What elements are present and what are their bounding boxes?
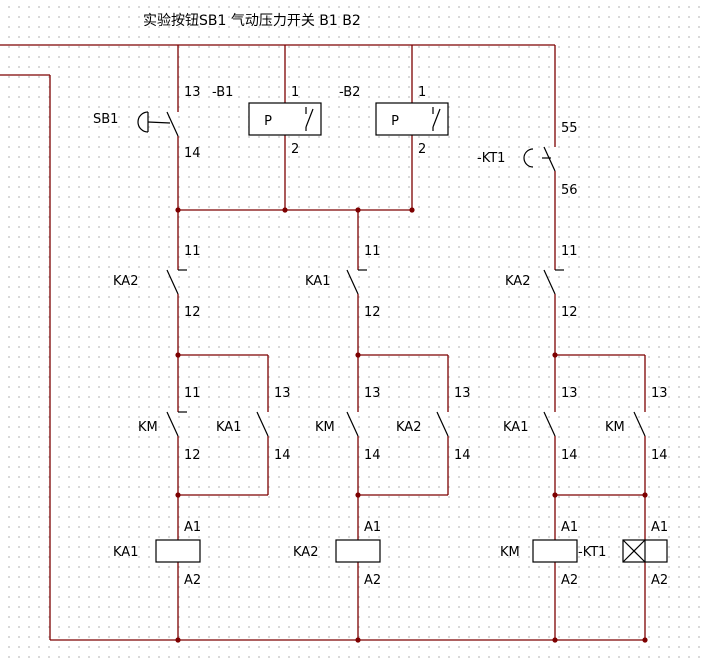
pin-number: 11 [184,386,201,401]
pin-number: 11 [561,244,578,259]
nc-contact-symbol [166,411,187,437]
pin-number: 13 [184,85,201,100]
pin-number: 56 [561,183,578,198]
pin-number: A2 [651,573,668,588]
junction-dots [175,207,648,643]
component-symbols [137,102,668,563]
pin-number: 14 [274,448,291,463]
b1-pressure-switch-symbol [248,102,322,136]
component-label: KA2 [293,545,318,560]
component-label: KM [138,420,158,435]
pin-number: A1 [651,520,668,535]
no-contact-symbol [543,411,556,437]
component-label: -B2 [339,85,360,100]
pin-number: 13 [364,386,381,401]
pin-number: 1 [418,85,426,100]
pin-number: 14 [364,448,381,463]
pin-number: 14 [561,448,578,463]
component-label: KA1 [216,420,241,435]
coil-symbol [155,539,201,563]
component-label: KM [315,420,335,435]
pin-number: 13 [454,386,471,401]
pin-number: 12 [184,305,201,320]
pin-number: 13 [274,386,291,401]
nc-contact-symbol [166,269,187,295]
sb1-pushbutton-symbol [137,111,179,137]
pin-number: 1 [291,85,299,100]
pin-number: 13 [561,386,578,401]
component-label: KA1 [113,545,138,560]
pin-number: 13 [651,386,668,401]
pin-number: 2 [291,142,299,157]
pin-number: 55 [561,121,578,136]
component-label: -KT1 [578,545,606,560]
pin-number: 14 [651,448,668,463]
b2-pressure-switch-symbol [375,102,449,136]
component-label: -B1 [212,85,233,100]
component-label: KA2 [113,274,138,289]
pin-number: A2 [184,573,201,588]
timer-coil-symbol [622,539,668,563]
wire-segments [0,44,646,641]
coil-symbol [532,539,578,563]
pin-number: A1 [364,520,381,535]
pressure-letter: P [264,114,272,129]
pin-number: 14 [184,146,201,161]
component-label: KA1 [503,420,528,435]
nc-contact-symbol [346,269,367,295]
pressure-letter: P [391,114,399,129]
pin-number: A1 [561,520,578,535]
component-label: -KT1 [477,151,505,166]
pin-number: 2 [418,142,426,157]
component-label: KM [605,420,625,435]
pin-number: 14 [454,448,471,463]
component-label: KA2 [505,274,530,289]
no-contact-symbol [346,411,359,437]
pin-number: 12 [364,305,381,320]
schematic-title: 实验按钮SB1 气动压力开关 B1 B2 [143,13,361,29]
pin-number: A2 [364,573,381,588]
text-labels: 实验按钮SB1 气动压力开关 B1 B2 SB1 13 14 -B1 1 2 P… [93,13,668,588]
no-contact-symbol [436,411,449,437]
pin-number: 12 [184,448,201,463]
pin-number: A2 [561,573,578,588]
nc-contact-symbol [543,269,564,295]
component-label: KA2 [396,420,421,435]
no-contact-symbol [256,411,269,437]
pin-number: 11 [364,244,381,259]
component-label: KM [500,545,520,560]
pin-number: 11 [184,244,201,259]
pin-number: A1 [184,520,201,535]
no-contact-symbol [633,411,646,437]
component-label: KA1 [305,274,330,289]
coil-symbol [335,539,381,563]
pin-number: 12 [561,305,578,320]
kt1-delay-contact-symbol [523,146,556,172]
component-label: SB1 [93,112,118,127]
